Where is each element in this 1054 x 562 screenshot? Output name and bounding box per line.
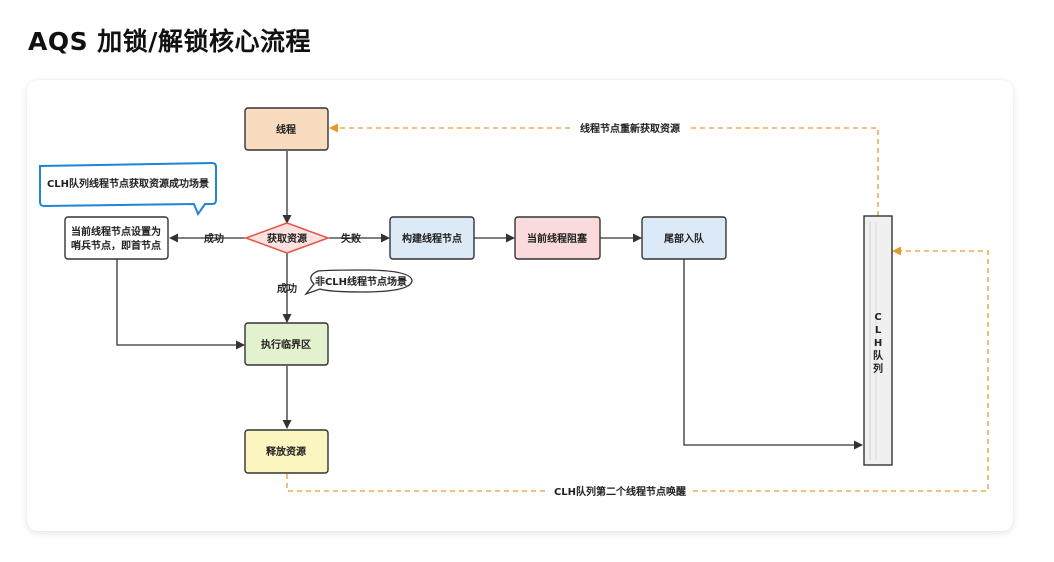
- node-acquire-label: 获取资源: [266, 232, 307, 245]
- page-title: AQS 加锁/解锁核心流程: [28, 27, 311, 56]
- node-block-label: 当前线程阻塞: [527, 232, 588, 245]
- edge-sentinel-to-critical: [116, 259, 245, 350]
- queue-char-4: 列: [873, 362, 883, 375]
- queue-char-2: H: [874, 338, 882, 349]
- edge-enqueue-to-queue: [683, 259, 863, 450]
- queue-char-0: C: [874, 312, 881, 323]
- node-enqueue-tail: 尾部入队: [641, 216, 727, 260]
- queue-char-3: 队: [873, 349, 884, 362]
- edge-label-fail: 失败: [341, 232, 361, 245]
- node-critical-label: 执行临界区: [261, 338, 311, 351]
- node-release-label: 释放资源: [266, 445, 306, 458]
- callout-success-scene: CLH队列线程节点获取资源成功场景: [39, 161, 217, 217]
- callout-success-text: CLH队列线程节点获取资源成功场景: [47, 177, 209, 190]
- edge-queue-to-thread-dashed: [329, 123, 879, 216]
- node-sentinel: 当前线程节点设置为 哨兵节点，即首节点: [64, 216, 169, 260]
- node-clh-queue: C L H 队 列: [863, 215, 893, 466]
- edge-label-wake-second: CLH队列第二个线程节点唤醒: [554, 485, 686, 498]
- node-sentinel-line1: 当前线程节点设置为: [71, 225, 161, 238]
- node-block: 当前线程阻塞: [514, 216, 601, 260]
- node-release: 释放资源: [244, 429, 329, 474]
- node-sentinel-line2: 哨兵节点，即首节点: [71, 239, 161, 252]
- callout-non-clh-text: 非CLH线程节点场景: [315, 275, 407, 288]
- callout-non-clh-scene: 非CLH线程节点场景: [304, 269, 413, 296]
- node-critical: 执行临界区: [244, 322, 329, 366]
- node-build: 构建线程节点: [389, 216, 475, 260]
- edge-label-success-left: 成功: [204, 232, 224, 245]
- edge-label-success-down: 成功: [277, 282, 297, 295]
- node-enqueue-label: 尾部入队: [664, 232, 705, 245]
- diagram-card: [27, 80, 1013, 531]
- node-acquire-diamond: 获取资源: [243, 222, 331, 254]
- edge-release-to-queue-dashed: [286, 246, 989, 492]
- node-thread-label: 线程: [276, 123, 296, 136]
- node-build-label: 构建线程节点: [402, 232, 462, 245]
- edge-label-reacquire: 线程节点重新获取资源: [580, 122, 680, 135]
- node-thread: 线程: [244, 107, 329, 151]
- queue-char-1: L: [875, 325, 882, 336]
